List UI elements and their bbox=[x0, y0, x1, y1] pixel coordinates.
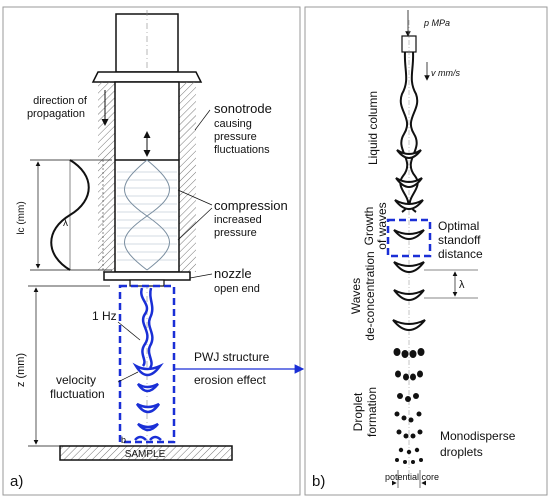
liquid-column-label: Liquid column bbox=[366, 91, 380, 165]
p-label: p MPa bbox=[423, 18, 450, 28]
lambda-a: λ bbox=[63, 218, 68, 229]
lambda-b: λ bbox=[459, 279, 465, 291]
velocity-line-2: fluctuation bbox=[50, 387, 105, 401]
pwj-line-2: erosion effect bbox=[194, 373, 266, 387]
nozzle-title: nozzle bbox=[214, 266, 252, 281]
sonotrode-line-3: fluctuations bbox=[214, 144, 270, 156]
waves-line-1: Waves bbox=[349, 278, 363, 314]
b-label: b bbox=[121, 435, 126, 445]
growth-line-1: Growth bbox=[362, 207, 376, 246]
z-dimension bbox=[28, 285, 110, 447]
mono-line-1: Monodisperse bbox=[440, 429, 516, 443]
sample-block bbox=[59, 445, 233, 461]
direction-label-2: propagation bbox=[27, 108, 85, 120]
jet-dashed-box bbox=[118, 284, 176, 444]
sonotrode-assembly bbox=[91, 10, 203, 450]
compression-title: compression bbox=[214, 198, 288, 213]
sample-label: SAMPLE bbox=[125, 449, 166, 460]
droplet-line-2: formation bbox=[365, 387, 379, 437]
wavelength-dimension bbox=[30, 159, 112, 271]
mono-line-2: droplets bbox=[440, 445, 483, 459]
freq-label: 1 Hz bbox=[92, 309, 117, 323]
standing-wave-b bbox=[124, 159, 170, 271]
nozzle-sub: open end bbox=[214, 283, 260, 295]
sonotrode-line-2: pressure bbox=[214, 131, 257, 143]
droplets bbox=[393, 348, 425, 464]
direction-label-1: direction of bbox=[33, 95, 88, 107]
growth-line-2: of waves bbox=[375, 202, 389, 249]
jet-profile bbox=[386, 10, 478, 488]
droplet-line-1: Droplet bbox=[351, 392, 365, 431]
pwj-jet bbox=[118, 284, 176, 444]
pressure-sine bbox=[50, 159, 90, 271]
waves-line-2: de-concentration bbox=[363, 251, 377, 340]
velocity-line-1: velocity bbox=[56, 373, 96, 387]
optimal-line-2: standoff bbox=[438, 233, 481, 247]
core-label: potential core bbox=[385, 472, 439, 482]
panel-b-frame bbox=[304, 6, 548, 496]
pwj-line-1: PWJ structure bbox=[194, 350, 270, 364]
compression-line-1: increased bbox=[214, 214, 262, 226]
optimal-line-1: Optimal bbox=[438, 219, 479, 233]
panel-a-frame bbox=[2, 6, 301, 496]
leader-lines bbox=[117, 109, 213, 383]
v-label: v mm/s bbox=[431, 68, 460, 78]
z-label: z (mm) bbox=[15, 353, 27, 387]
optimal-line-3: distance bbox=[438, 247, 483, 261]
optimal-box bbox=[386, 218, 432, 258]
lc-label: lc (mm) bbox=[16, 201, 27, 234]
nozzle-body bbox=[103, 271, 191, 281]
panel-a-label: a) bbox=[10, 473, 23, 490]
panel-b-label: b) bbox=[312, 473, 325, 490]
compression-line-2: pressure bbox=[214, 227, 257, 239]
sonotrode-title: sonotrode bbox=[214, 101, 272, 116]
sonotrode-line-1: causing bbox=[214, 118, 252, 130]
